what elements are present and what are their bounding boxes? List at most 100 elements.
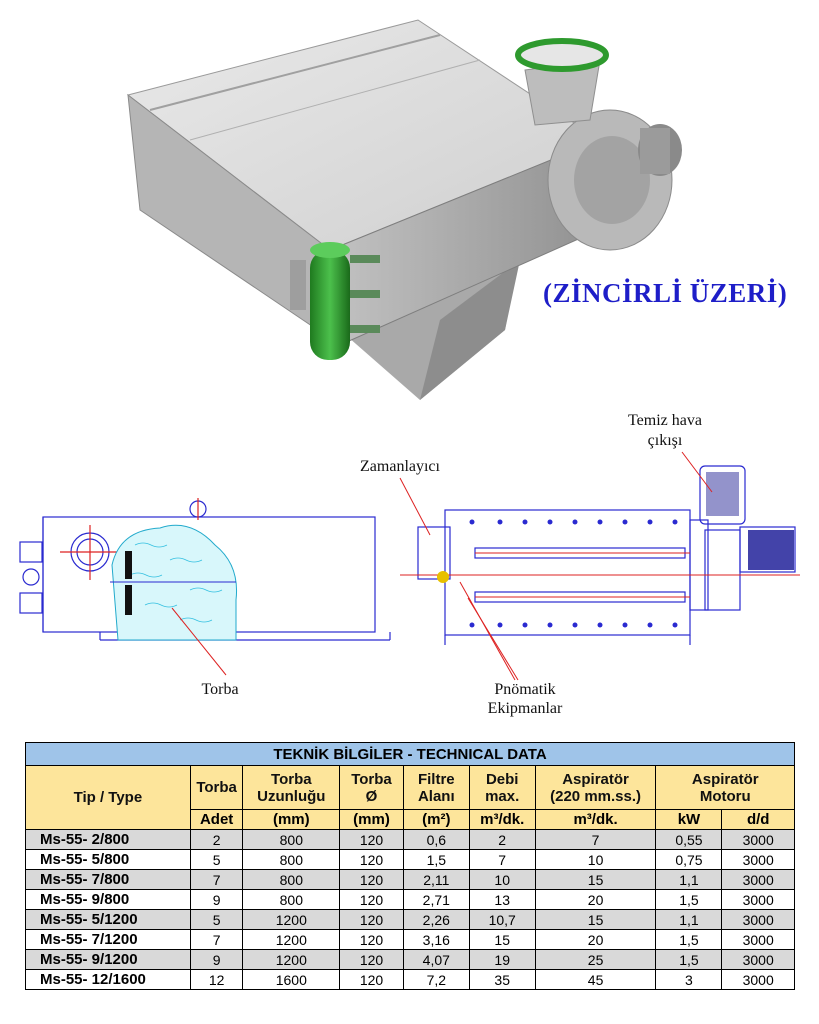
cell-motor-kw: 1,5 [655,929,723,950]
label-temiz-hava: Temiz hava [628,412,702,429]
header-motor-line1: Aspiratör [691,770,759,788]
cell-motor-dd: 3000 [721,909,795,930]
cell-filtre-alani: 3,16 [402,929,470,950]
cell-aspirator: 45 [534,969,657,990]
cell-torba-uzunlugu: 800 [242,849,341,870]
label-ekipmanlar: Ekipmanlar [487,700,563,717]
header-torba-uzunlugu-line1: Torba [271,770,312,788]
header-aspirator-line1: Aspiratör [562,770,629,788]
cell-motor-kw: 1,5 [655,949,723,970]
cell-debi: 7 [468,849,536,870]
row-type-name: Ms-55- 9/1200 [25,949,191,970]
header-filtre-alani: Filtre Alanı [402,765,470,810]
cell-torba-uzunlugu: 1600 [242,969,341,990]
table-row: Ms-55- 9/800 9 800 120 2,71 13 20 1,5 30… [25,889,795,910]
unit-mm-length: (mm) [242,809,341,830]
header-torba: Torba [189,765,244,810]
cell-torba-uzunlugu: 800 [242,889,341,910]
row-type-name: Ms-55- 5/1200 [25,909,191,930]
cell-motor-dd: 3000 [721,849,795,870]
cell-motor-kw: 0,75 [655,849,723,870]
cell-filtre-alani: 7,2 [402,969,470,990]
cell-torba-adet: 9 [189,889,244,910]
header-torba-uzunlugu-line2: Uzunluğu [257,787,326,805]
header-filtre-line2: Alanı [417,787,455,805]
table-row: Ms-55- 5/800 5 800 120 1,5 7 10 0,75 300… [25,849,795,870]
table-row: Ms-55- 2/800 2 800 120 0,6 2 7 0,55 3000 [25,829,795,850]
table-row: Ms-55- 7/1200 7 1200 120 3,16 15 20 1,5 … [25,929,795,950]
label-cikisi: çıkışı [647,432,683,449]
cell-debi: 13 [468,889,536,910]
cell-torba-adet: 5 [189,909,244,930]
cell-torba-cap: 120 [339,849,404,870]
row-type-name: Ms-55- 7/1200 [25,929,191,950]
table-row: Ms-55- 9/1200 9 1200 120 4,07 19 25 1,5 … [25,949,795,970]
cell-torba-adet: 7 [189,929,244,950]
unit-m3dk-aspirator: m³/dk. [534,809,657,830]
cell-debi: 19 [468,949,536,970]
cell-torba-cap: 120 [339,909,404,930]
cell-motor-dd: 3000 [721,949,795,970]
technical-data-table: TEKNİK BİLGİLER - TECHNICAL DATA Tip / T… [25,742,795,990]
cell-debi: 2 [468,829,536,850]
cell-torba-cap: 120 [339,929,404,950]
unit-dd: d/d [721,809,795,830]
table-row: Ms-55- 7/800 7 800 120 2,11 10 15 1,1 30… [25,869,795,890]
table-row: Ms-55- 12/1600 12 1600 120 7,2 35 45 3 3… [25,969,795,990]
unit-adet: Adet [189,809,244,830]
cell-aspirator: 20 [534,889,657,910]
cell-debi: 15 [468,929,536,950]
cell-motor-kw: 0,55 [655,829,723,850]
cell-filtre-alani: 2,26 [402,909,470,930]
cell-motor-kw: 1,1 [655,909,723,930]
cell-motor-kw: 3 [655,969,723,990]
row-type-name: Ms-55- 5/800 [25,849,191,870]
unit-kw: kW [655,809,723,830]
cell-motor-dd: 3000 [721,969,795,990]
cell-aspirator: 25 [534,949,657,970]
header-aspirator-motoru: Aspiratör Motoru [655,765,795,810]
unit-mm-diameter: (mm) [339,809,404,830]
cell-torba-cap: 120 [339,869,404,890]
subtitle-zincirli-uzeri: (ZİNCİRLİ ÜZERİ) [543,278,788,308]
label-pnomatik: Pnömatik [494,681,556,698]
cell-aspirator: 15 [534,869,657,890]
cell-filtre-alani: 1,5 [402,849,470,870]
bag-shape [111,524,238,641]
header-torba-cap: Torba Ø [339,765,404,810]
cell-aspirator: 15 [534,909,657,930]
cell-debi: 10,7 [468,909,536,930]
header-aspirator-line2: (220 mm.ss.) [550,787,642,805]
table-title: TEKNİK BİLGİLER - TECHNICAL DATA [25,742,795,766]
header-motor-line2: Motoru [699,787,751,805]
header-debi-line2: max. [485,787,520,805]
cell-torba-cap: 120 [339,889,404,910]
cell-aspirator: 7 [534,829,657,850]
cell-motor-dd: 3000 [721,869,795,890]
cell-torba-uzunlugu: 1200 [242,929,341,950]
header-debi: Debi max. [468,765,536,810]
cell-aspirator: 20 [534,929,657,950]
cell-torba-adet: 2 [189,829,244,850]
row-type-name: Ms-55- 7/800 [25,869,191,890]
cell-filtre-alani: 2,11 [402,869,470,890]
cell-motor-kw: 1,1 [655,869,723,890]
unit-m3dk-debi: m³/dk. [468,809,536,830]
cell-torba-uzunlugu: 1200 [242,949,341,970]
label-zamanlayici: Zamanlayıcı [360,458,440,475]
header-filtre-line1: Filtre [417,770,455,788]
cell-torba-adet: 7 [189,869,244,890]
cell-torba-adet: 12 [189,969,244,990]
cell-debi: 35 [468,969,536,990]
cell-torba-cap: 120 [339,829,404,850]
header-tip-type: Tip / Type [25,765,191,830]
header-aspirator: Aspiratör (220 mm.ss.) [534,765,657,810]
header-torba-cap-line1: Torba [351,770,392,788]
cell-motor-dd: 3000 [721,889,795,910]
cell-motor-dd: 3000 [721,929,795,950]
cell-torba-adet: 9 [189,949,244,970]
header-torba-uzunlugu: Torba Uzunluğu [242,765,341,810]
cell-filtre-alani: 0,6 [402,829,470,850]
machine-photo [126,19,682,400]
row-type-name: Ms-55- 9/800 [25,889,191,910]
